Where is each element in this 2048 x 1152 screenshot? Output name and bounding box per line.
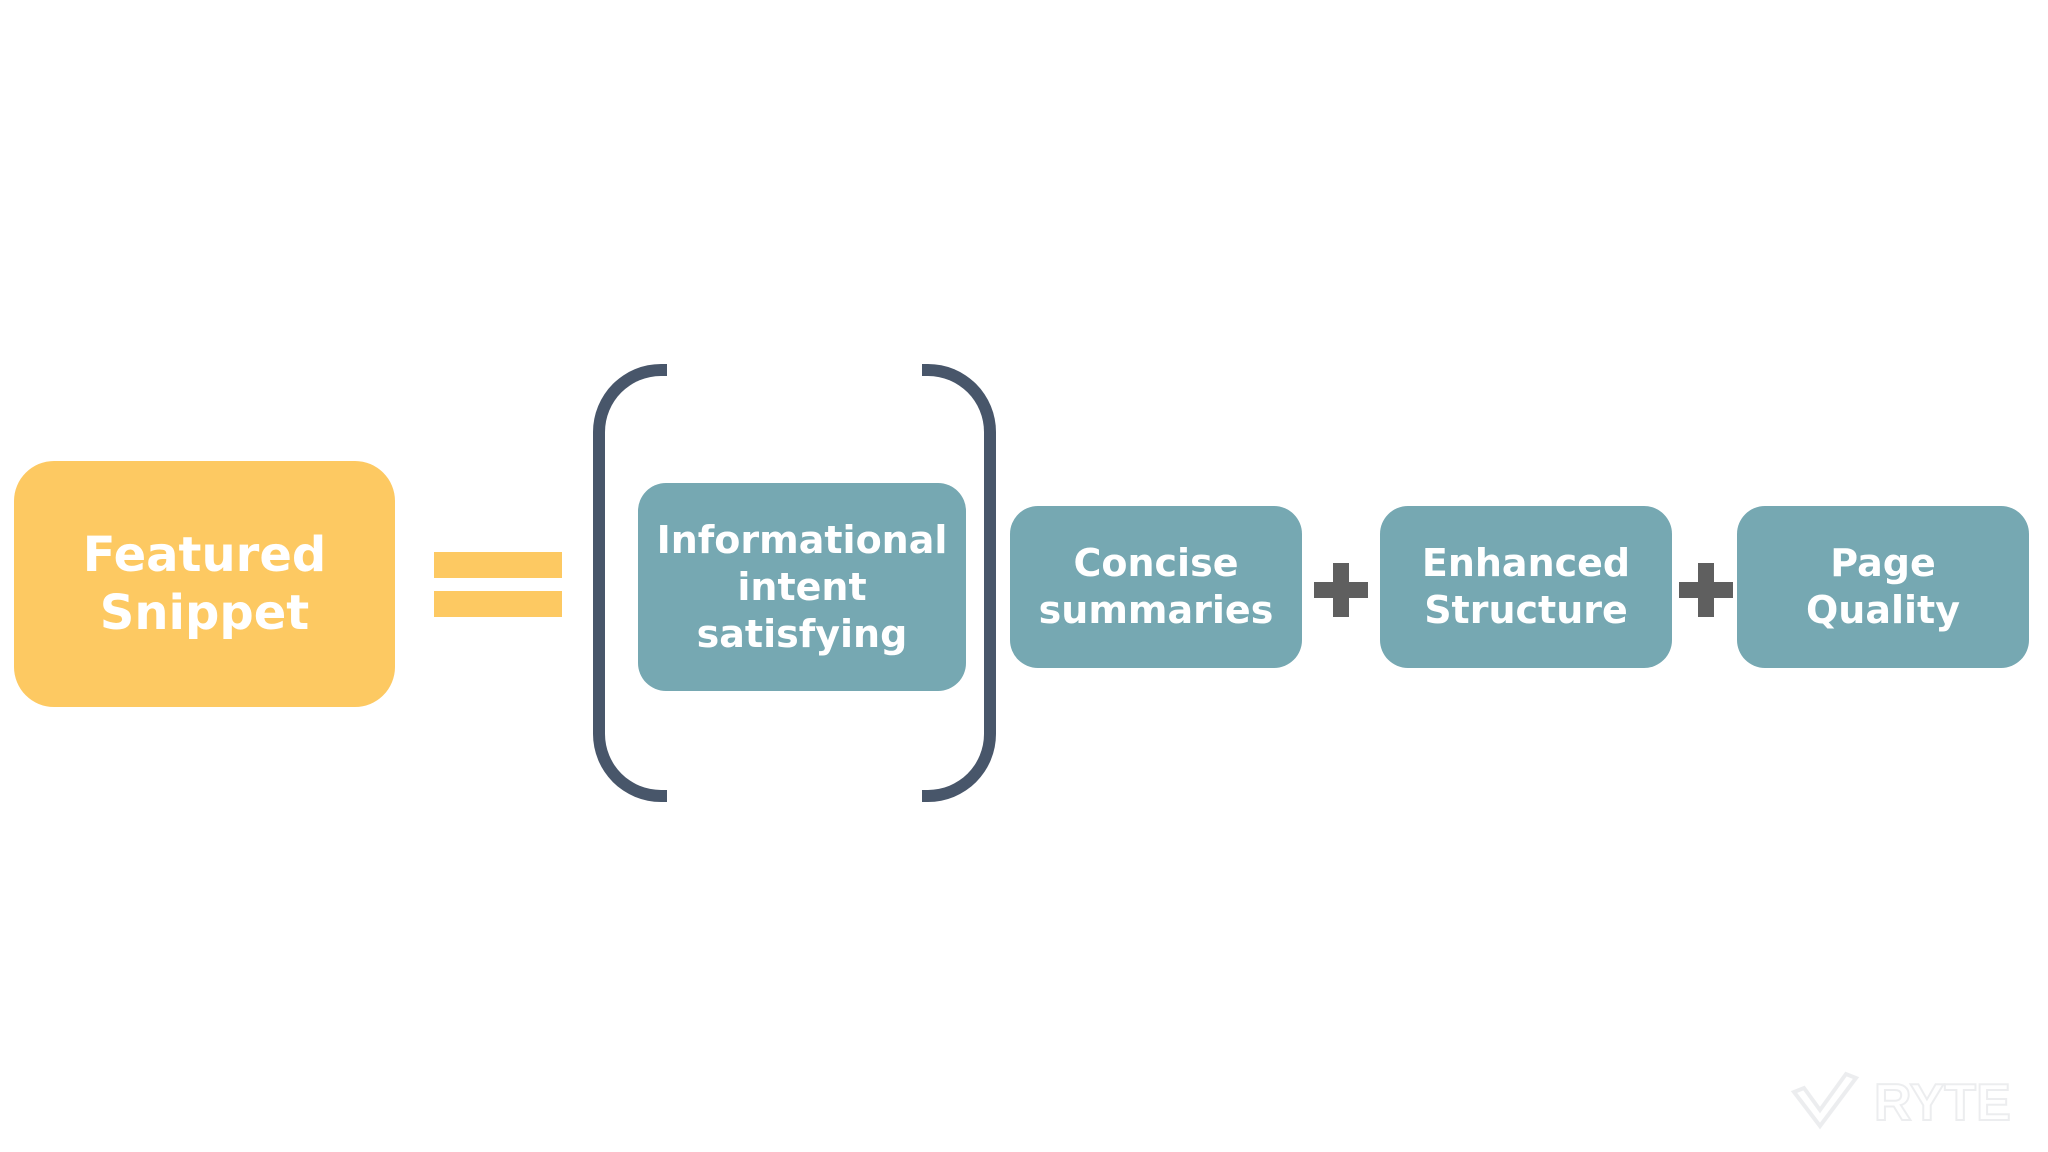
concise-summaries-box: Concise summaries <box>1010 506 1302 668</box>
featured-snippet-box: Featured Snippet <box>14 461 395 707</box>
equals-bar-top <box>434 552 562 578</box>
ryte-watermark-logo: RYTE <box>1790 1071 2012 1133</box>
plus-sign <box>1314 563 1368 617</box>
concise-summaries-label: Concise summaries <box>1038 541 1274 632</box>
equals-bar-bottom <box>434 591 562 617</box>
checkmark-shield-icon <box>1790 1071 1860 1130</box>
plus-sign <box>1679 563 1733 617</box>
enhanced-structure-box: Enhanced Structure <box>1380 506 1672 668</box>
page-quality-label: Page Quality <box>1806 541 1960 632</box>
watermark-brand-text: RYTE <box>1874 1074 2011 1132</box>
page-quality-box: Page Quality <box>1737 506 2029 668</box>
featured-snippet-label: Featured Snippet <box>82 527 327 641</box>
informational-intent-label: Informational intent satisfying <box>656 517 948 656</box>
enhanced-structure-label: Enhanced Structure <box>1421 541 1631 632</box>
informational-intent-box: Informational intent satisfying <box>638 483 966 691</box>
